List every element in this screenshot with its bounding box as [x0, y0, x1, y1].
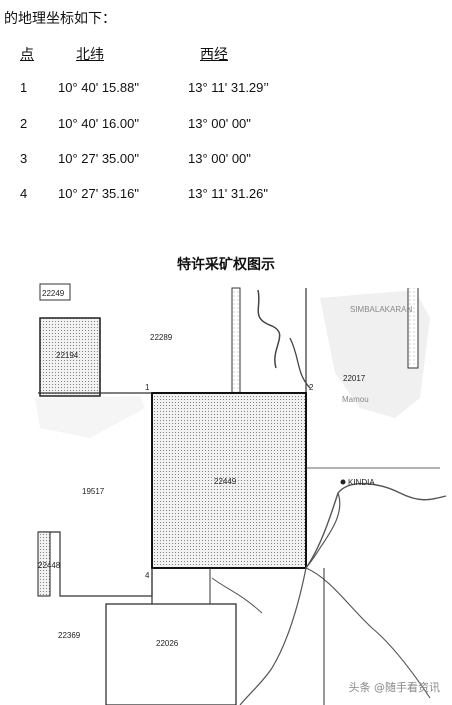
coords-row-1-lon: 13° 11' 31.29’’ [188, 80, 269, 95]
parcel-22449 [151, 392, 307, 569]
coords-row-1-point: 1 [20, 80, 28, 95]
parcel-22017 [407, 288, 419, 369]
place-mamou: Mamou [342, 395, 369, 404]
coords-row-4-lon: 13° 11' 31.26" [188, 186, 269, 201]
corner-4: 4 [145, 571, 150, 580]
kindia-marker [340, 479, 346, 485]
coords-row-4-point: 4 [20, 186, 28, 201]
coords-row-1-lat: 10° 40' 15.88" [58, 80, 139, 95]
scan-shading-2 [35, 396, 145, 438]
parcel-22448 [37, 531, 51, 597]
river-3 [305, 492, 341, 569]
corner-1: 1 [145, 383, 150, 392]
coords-row-3-lon: 13° 00' 00" [188, 151, 251, 166]
label-22194: 22194 [56, 351, 79, 360]
coords-row-2-point: 2 [20, 116, 28, 131]
parcel-22249 [39, 283, 71, 301]
label-22289: 22289 [150, 333, 173, 342]
parcel-22194 [39, 317, 101, 397]
label-22026: 22026 [156, 639, 179, 648]
label-22017: 22017 [343, 374, 366, 383]
river-2 [289, 337, 311, 389]
label-19517: 19517 [82, 487, 105, 496]
road-2 [239, 567, 307, 705]
road [305, 482, 447, 569]
coords-header-lat: 北纬 [76, 47, 104, 63]
coords-row-3-lat: 10° 27' 35.00" [58, 151, 139, 166]
place-simbalakaran: SIMBALAKARAN [350, 305, 412, 314]
coords-row-4-lat: 10° 27' 35.16" [58, 186, 139, 201]
label-22369: 22369 [58, 631, 81, 640]
map-title: 特许采矿权图示 [177, 257, 275, 273]
watermark: 头条 @随手看资讯 [348, 681, 441, 694]
scan-shading [320, 290, 430, 418]
corner-2: 2 [309, 383, 314, 392]
coords-row-3-point: 3 [20, 151, 28, 166]
coords-row-2-lon: 13° 00' 00" [188, 116, 251, 131]
parcel-22026 [105, 603, 237, 705]
coords-row-2-lat: 10° 40' 16.00" [58, 116, 139, 131]
intro-text: 的地理坐标如下： [4, 11, 116, 27]
place-kindia: KINDIA [348, 478, 375, 487]
road-3 [305, 567, 431, 699]
river [257, 289, 281, 369]
coords-header-lon: 西经 [200, 47, 228, 63]
label-22449: 22449 [214, 477, 237, 486]
parcel-strip [231, 287, 241, 394]
concession-map: 22249 22194 22289 22017 22449 19517 2244… [35, 283, 447, 705]
label-22249: 22249 [42, 289, 65, 298]
coords-header-point: 点 [20, 47, 34, 63]
track [211, 577, 263, 614]
label-22448: 22448 [38, 561, 61, 570]
